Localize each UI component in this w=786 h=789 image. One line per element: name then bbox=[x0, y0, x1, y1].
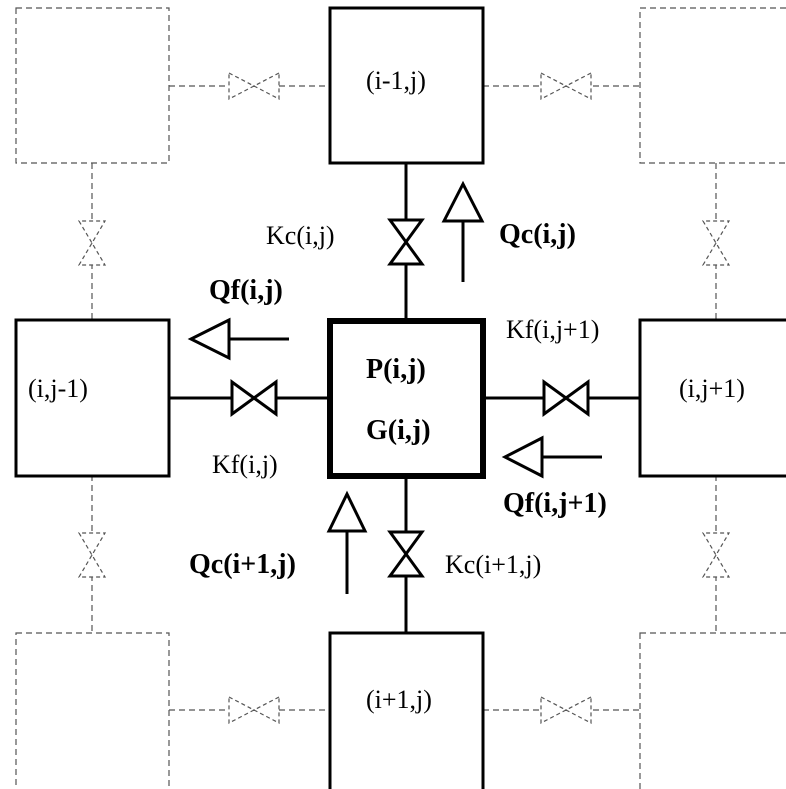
qf-right-label: Qf(i,j+1) bbox=[503, 488, 607, 519]
node-label-right: (i,j+1) bbox=[679, 374, 745, 403]
arrow-left-icon bbox=[501, 435, 544, 479]
qf-left-label: Qf(i,j) bbox=[209, 275, 283, 306]
valve-icon bbox=[228, 696, 280, 724]
qc-bottom-label: Qc(i+1,j) bbox=[189, 549, 296, 580]
dashed-valves bbox=[77, 72, 731, 724]
valve-icon bbox=[77, 220, 107, 266]
valve-icon bbox=[540, 72, 592, 100]
solid-valves bbox=[230, 218, 590, 578]
kc-bottom-label: Kc(i+1,j) bbox=[445, 550, 541, 579]
arrow-up-icon bbox=[441, 180, 485, 223]
qc-top-label: Qc(i,j) bbox=[499, 219, 576, 250]
valve-kc-top-icon bbox=[387, 218, 425, 266]
cell-top bbox=[328, 6, 485, 165]
cells bbox=[14, 6, 786, 789]
kc-top-label: Kc(i,j) bbox=[266, 221, 335, 250]
corner-cell-bottom-left bbox=[15, 632, 170, 789]
corner-cell-bottom-right bbox=[639, 632, 786, 789]
node-label-left: (i,j-1) bbox=[28, 374, 88, 403]
cell-left bbox=[14, 318, 171, 478]
arrow-left-icon bbox=[187, 317, 231, 361]
valve-icon bbox=[77, 532, 107, 578]
cell-bottom bbox=[328, 631, 485, 789]
valve-kc-bottom-icon bbox=[387, 530, 425, 578]
cell-right bbox=[638, 318, 786, 478]
valve-kf-right-icon bbox=[542, 379, 590, 417]
arrow-up-icon bbox=[326, 490, 368, 533]
valve-kf-left-icon bbox=[230, 379, 278, 417]
valve-icon bbox=[228, 72, 280, 100]
valve-icon bbox=[701, 220, 731, 266]
valve-icon bbox=[540, 696, 592, 724]
valve-icon bbox=[701, 532, 731, 578]
corner-cell-top-left bbox=[15, 7, 170, 164]
corner-cell-top-right bbox=[639, 7, 786, 164]
cell-center bbox=[327, 318, 486, 479]
node-label-bottom: (i+1,j) bbox=[366, 685, 432, 714]
node-label-top: (i-1,j) bbox=[366, 66, 426, 95]
kf-left-label: Kf(i,j) bbox=[212, 450, 278, 479]
center-gravity-label: G(i,j) bbox=[366, 415, 431, 446]
kf-right-label: Kf(i,j+1) bbox=[506, 315, 599, 344]
center-pressure-label: P(i,j) bbox=[366, 354, 426, 385]
flow-arrows bbox=[187, 180, 602, 594]
